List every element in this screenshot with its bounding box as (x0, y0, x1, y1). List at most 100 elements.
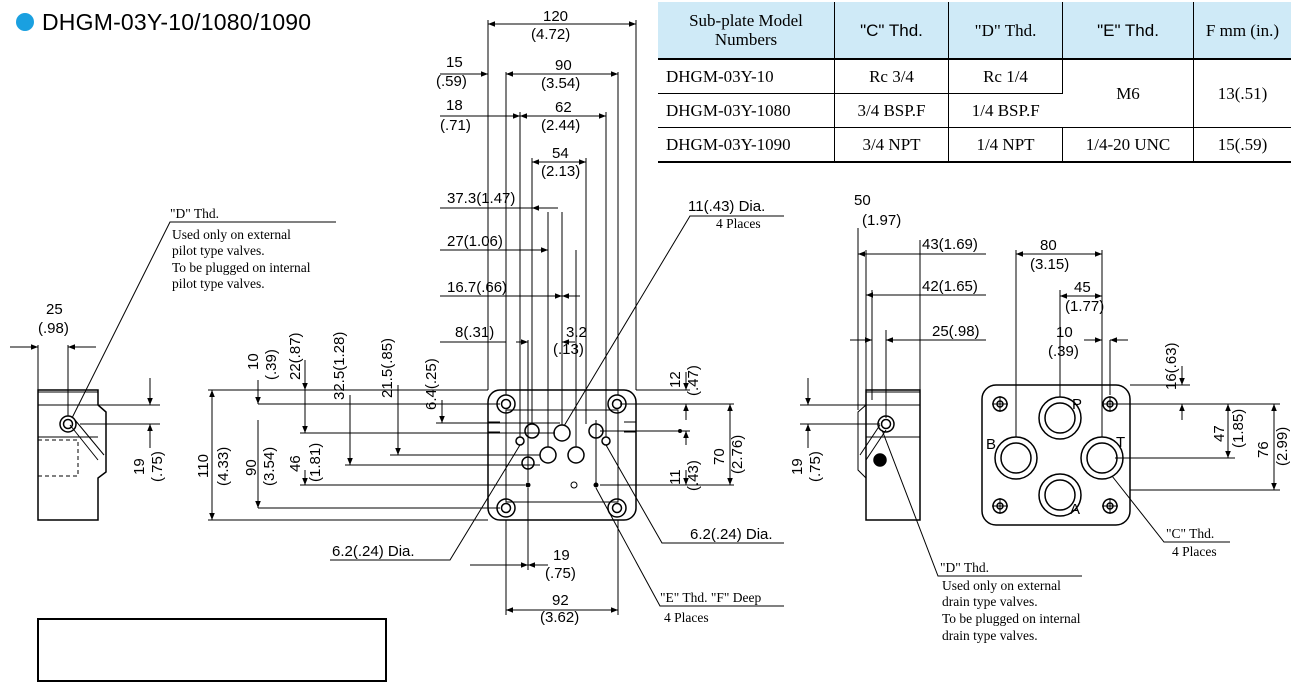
note-text: 4 Places (716, 216, 761, 231)
dim-label: 16(.63) (1163, 342, 1180, 390)
dim-label: 21.5(.85) (379, 338, 396, 398)
note-text: 6.2(.24) Dia. (690, 526, 773, 543)
dim-label: (1.81) (307, 443, 324, 482)
dim-label: 42(1.65) (922, 278, 978, 295)
right-side-dims (800, 228, 986, 448)
dim-label: 25(.98) (932, 323, 980, 340)
dim-label: 10 (1056, 324, 1073, 341)
dim-label: 54 (552, 145, 569, 162)
dim-label: 46 (287, 455, 304, 472)
dim-label: 3.2 (566, 324, 587, 341)
port-label-a: A (1070, 501, 1080, 518)
dim-label: (.98) (38, 320, 69, 337)
port-plate-centerlines (992, 396, 1118, 514)
dim-label: (2.44) (541, 117, 580, 134)
dim-label: 6.4(.25) (423, 358, 440, 410)
dim-label: (3.54) (261, 447, 278, 486)
col-header-f: F mm (in.) (1193, 2, 1291, 60)
note-text: To be plugged on internal (172, 260, 311, 275)
dim-label: (1.97) (862, 212, 901, 229)
dim-label: 32.5(1.28) (331, 332, 348, 400)
dim-label: (.13) (553, 341, 584, 358)
dim-label: 27(1.06) (447, 233, 503, 250)
dim-label: 76 (1255, 441, 1272, 458)
dim-label: (.39) (263, 349, 280, 380)
dim-label: 12 (667, 371, 684, 388)
dim-label: (3.62) (540, 609, 579, 626)
col-header-d: "D" Thd. (948, 2, 1063, 60)
dim-label: (4.33) (215, 447, 232, 486)
note-text: "E" Thd. "F" Deep (660, 590, 762, 605)
col-header-e: "E" Thd. (1062, 2, 1194, 60)
title-text: DHGM-03Y-10/1080/1090 (42, 8, 312, 35)
dimension-drawing: 25 (.98) 19 (.75) "D" Thd. Used only on … (10, 8, 1291, 643)
note-text: 4 Places (664, 610, 709, 625)
dim-label: (.75) (807, 451, 824, 482)
dim-label: (1.85) (1230, 409, 1247, 448)
cell-f-merged: 13(.51) (1193, 59, 1291, 128)
cell-c: 3/4 NPT (834, 127, 949, 163)
cell-d: Rc 1/4 (948, 59, 1063, 94)
dim-label: (.59) (436, 73, 467, 90)
dim-label: 18 (446, 97, 463, 114)
dim-label: (1.77) (1065, 298, 1104, 315)
dim-label: 25 (46, 301, 63, 318)
dim-label: 90 (555, 57, 572, 74)
cell-e: 1/4-20 UNC (1062, 127, 1194, 163)
cell-model: DHGM-03Y-1090 (658, 127, 835, 163)
port-label-t: T (1116, 434, 1125, 451)
dim-label: 37.3(1.47) (447, 190, 515, 207)
dim-label: 22(.87) (287, 332, 304, 380)
leader-c-thd (1111, 475, 1230, 543)
port-plate (981, 384, 1131, 526)
note-text: pilot type valves. (172, 243, 265, 258)
cell-model: DHGM-03Y-10 (658, 59, 835, 94)
page-title: DHGM-03Y-10/1080/1090 (16, 8, 311, 36)
dim-label: 120 (543, 8, 568, 25)
dim-label: 8(.31) (455, 324, 494, 341)
col-header-model: Sub-plate Model Numbers (658, 2, 835, 60)
dim-label: 43(1.69) (922, 236, 978, 253)
empty-note-box (37, 618, 387, 682)
dim-label: (2.13) (541, 163, 580, 180)
center-extension-lines (487, 20, 637, 615)
col-header-c: "C" Thd. (834, 2, 949, 60)
dim-label: (4.72) (531, 26, 570, 43)
dim-label: 50 (854, 192, 871, 209)
thread-spec-table: Sub-plate Model Numbers "C" Thd. "D" Thd… (658, 2, 1291, 163)
center-leaders (330, 215, 784, 607)
note-text: "D" Thd. (940, 560, 989, 575)
bullet-icon (16, 13, 34, 31)
note-text: 4 Places (1172, 544, 1217, 559)
dim-label: 19 (131, 458, 148, 475)
left-side-view (37, 389, 107, 521)
leader-d-thd-right (881, 429, 1082, 577)
center-horiz-dims (440, 21, 636, 613)
cell-d: 1/4 NPT (948, 127, 1063, 163)
note-text: Used only on external (942, 578, 1061, 593)
cell-c: Rc 3/4 (834, 59, 949, 94)
cell-f: 15(.59) (1193, 127, 1291, 163)
dim-label: (3.54) (541, 75, 580, 92)
dim-25-left (10, 344, 96, 416)
note-text: "C" Thd. (1166, 526, 1214, 541)
note-text: drain type valves. (942, 594, 1038, 609)
dim-label: 19 (789, 458, 806, 475)
note-text: pilot type valves. (172, 276, 265, 291)
port-label-p: P (1072, 396, 1082, 413)
dim-label: 70 (711, 448, 728, 465)
dim-label: 15 (446, 54, 463, 71)
dim-label: (.43) (685, 460, 702, 491)
dim-label: (3.15) (1030, 256, 1069, 273)
note-text: 6.2(.24) Dia. (332, 543, 415, 560)
note-text: Used only on external (172, 227, 291, 242)
leader-d-thd-left (71, 221, 336, 419)
dim-label: 16.7(.66) (447, 279, 507, 296)
dim-label: (.75) (149, 451, 166, 482)
table-row: DHGM-03Y-1090 3/4 NPT 1/4 NPT 1/4-20 UNC… (658, 127, 1291, 163)
center-right-vert-dims (600, 372, 734, 486)
dim-label: (.47) (685, 365, 702, 396)
dim-label: 90 (243, 459, 260, 476)
cell-d: 1/4 BSP.F (948, 93, 1063, 128)
cell-e-merged: M6 (1062, 59, 1194, 128)
